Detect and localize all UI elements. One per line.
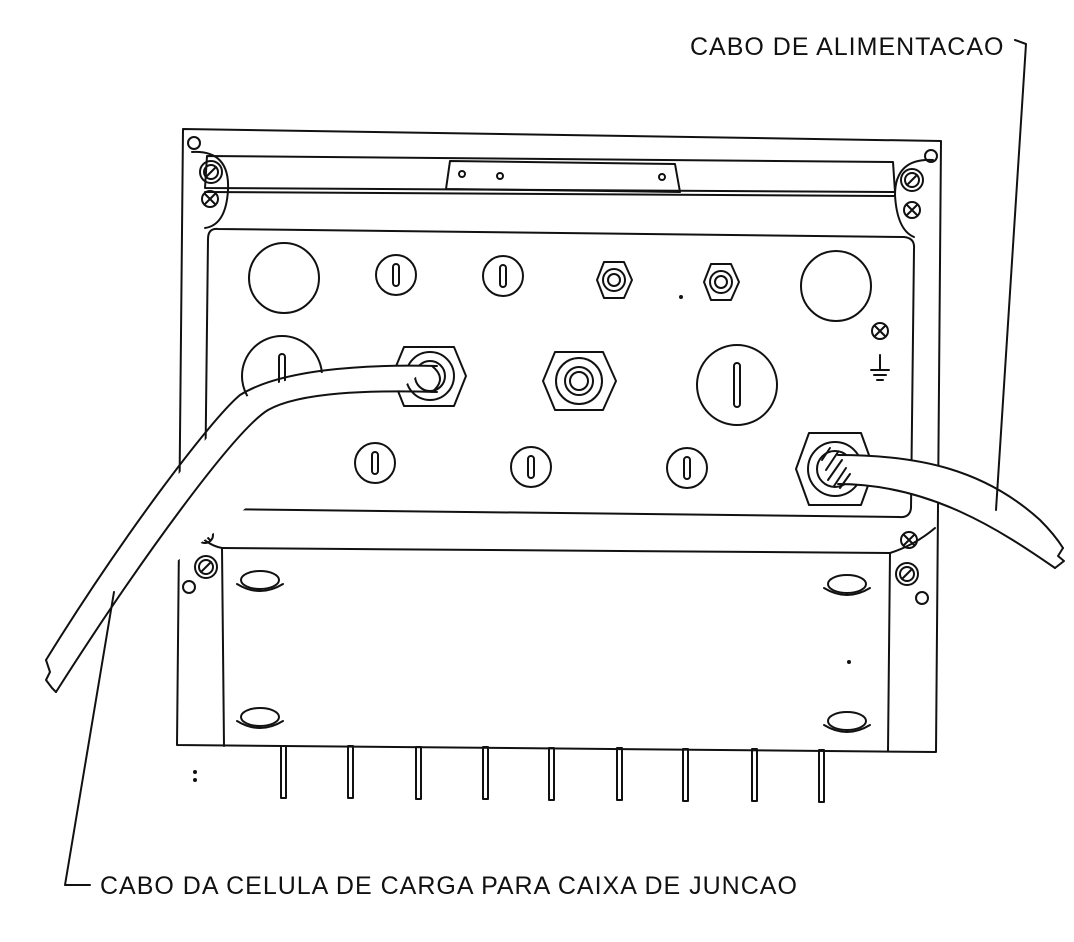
mount-hole-br <box>916 592 928 604</box>
slot-screw-br <box>896 563 918 585</box>
panel-row-3 <box>355 433 874 505</box>
corner-curve-tr <box>895 160 933 237</box>
power-cable-edge-bottom <box>838 484 1055 568</box>
label-power-cable: CABO DE ALIMENTACAO <box>690 33 1005 61</box>
dot-mark-1 <box>680 296 682 298</box>
hex-gland-small-1 <box>597 262 632 298</box>
pin-1 <box>281 746 286 798</box>
pin-3 <box>416 747 421 799</box>
braid-line-5 <box>840 474 850 488</box>
braid-line-2 <box>826 452 838 470</box>
pin-9 <box>819 750 824 802</box>
cover-top-edge <box>222 548 890 553</box>
connector-panel <box>205 229 914 517</box>
panel-row-1 <box>249 243 871 321</box>
small-plug-2 <box>483 256 523 296</box>
slot-screw-bl <box>195 556 217 578</box>
bracket-hole-2 <box>497 173 503 179</box>
leader-load-cell-cable <box>65 592 114 885</box>
cross-screw-tr <box>904 202 920 218</box>
load-cell-cable-edge-top <box>46 366 437 660</box>
pin-8 <box>752 749 757 801</box>
slot-screw-tr <box>901 169 923 191</box>
oval-slot-bl <box>237 708 283 728</box>
cover-left-edge <box>222 548 224 746</box>
pin-7 <box>683 749 688 801</box>
leader-power-cable <box>996 40 1026 510</box>
mount-hole-bl <box>183 581 195 593</box>
corner-fasteners <box>183 137 937 604</box>
corner-curve-br <box>890 528 935 553</box>
braid-line-3 <box>828 460 842 480</box>
power-cable <box>822 448 1064 568</box>
leader-lines <box>65 40 1026 885</box>
dot-mark-3 <box>194 771 196 773</box>
bracket-hole-3 <box>659 174 665 180</box>
small-plug-3 <box>355 443 395 483</box>
pin-4 <box>483 747 488 799</box>
dot-mark-4 <box>194 779 196 781</box>
cross-screw-tl <box>202 191 218 207</box>
braid-line-4 <box>834 468 846 486</box>
bottom-pins <box>281 746 824 802</box>
cover-right-edge <box>888 553 890 751</box>
top-bracket <box>446 161 680 192</box>
pin-2 <box>348 746 353 798</box>
large-plug-right <box>697 345 777 425</box>
blank-plug-large-2 <box>801 251 871 321</box>
bracket-hole-1 <box>459 171 465 177</box>
small-plug-1 <box>376 255 416 295</box>
cover-oval-slots <box>237 571 870 732</box>
pin-5 <box>549 748 554 800</box>
braid-line-1 <box>822 448 830 460</box>
load-cell-cable-entry <box>432 366 440 392</box>
load-cell-cable <box>46 366 440 692</box>
corner-curve-tl <box>192 152 228 228</box>
slot-screw-tl <box>200 161 222 183</box>
small-plug-4 <box>511 447 551 487</box>
pin-6 <box>617 748 622 800</box>
small-plug-5 <box>667 448 707 488</box>
ground-terminal-icon <box>871 323 889 380</box>
top-bezel-lower-edge <box>205 192 895 196</box>
hex-gland-small-2 <box>704 264 739 300</box>
power-cable-cut-end <box>1055 548 1064 568</box>
oval-slot-tl <box>237 571 283 591</box>
cross-screw-br <box>901 532 917 548</box>
blank-plug-large-1 <box>249 243 319 313</box>
load-cell-cable-edge-bottom <box>56 391 437 692</box>
hex-gland-center <box>543 352 616 410</box>
oval-slot-br <box>824 712 870 732</box>
dot-mark-2 <box>848 661 850 663</box>
mount-hole-tl <box>188 137 200 149</box>
load-cell-cable-cut-end <box>46 660 56 692</box>
oval-slot-tr <box>824 575 870 595</box>
label-load-cell-cable: CABO DA CELULA DE CARGA PARA CAIXA DE JU… <box>100 872 798 900</box>
mount-hole-tr <box>925 150 937 162</box>
power-cable-edge-top <box>838 455 1063 548</box>
